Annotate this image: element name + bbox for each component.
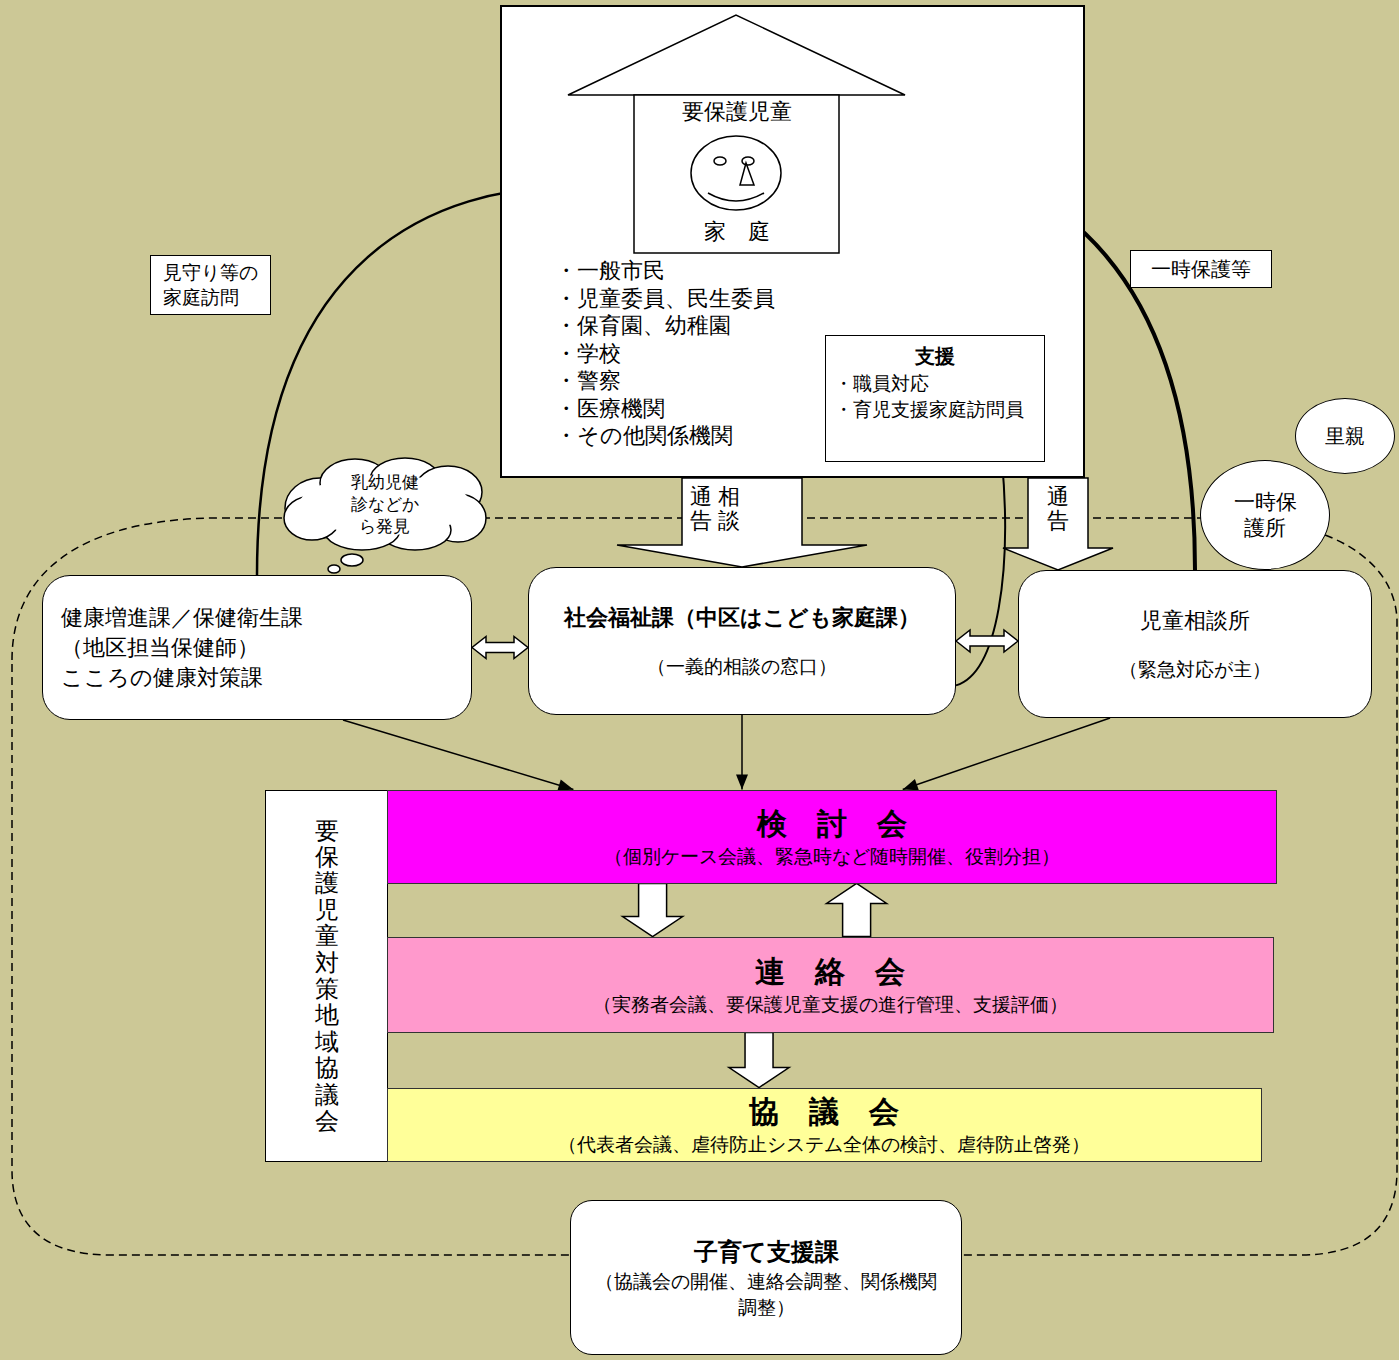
edge-label: 通告 [690, 485, 712, 533]
node-text: （一義的相談の窓口） [647, 653, 837, 679]
block-arrow [1003, 478, 1113, 570]
council-band: 協 議 会（代表者会議、虐待防止システム全体の検討、虐待防止啓発） [387, 1088, 1262, 1162]
house-node: 要保護児童家 庭 [568, 13, 905, 255]
note-label-box: 相談 [718, 485, 740, 533]
node-text: ・医療機関 [555, 395, 665, 422]
connector [623, 884, 683, 937]
node-title: 乳幼児健診などから発見 [349, 471, 420, 537]
node-title: 連 絡 会 [755, 953, 905, 991]
edge-label: 見守り等の家庭訪問 [163, 260, 258, 310]
thought-cloud: 乳幼児健診などから発見 [280, 456, 490, 552]
connector-line [903, 718, 1110, 790]
node-title: 子育て支援課 [694, 1236, 839, 1268]
connector [617, 478, 867, 567]
node-text: （個別ケース会議、緊急時など随時開催、役割分担） [604, 843, 1060, 869]
house-outline [568, 13, 905, 255]
block-arrow [623, 884, 683, 937]
connector [343, 720, 573, 791]
shelter-circle: 一時保護所 [1200, 460, 1330, 570]
node-text: ・学校 [555, 340, 621, 367]
thought-bubble [341, 554, 363, 566]
block-arrow [729, 1033, 789, 1088]
edge-label-box: 一時保護等 [1130, 250, 1272, 288]
edge-label-box: 通告 [1047, 485, 1069, 533]
face [691, 136, 781, 210]
node-title: 要保護児童 [634, 99, 839, 125]
node-text: （協議会の開催、連絡会調整、関係機関調整） [587, 1268, 945, 1320]
node-title: 健康増進課／保健衛生課 （地区担当保健師） こころの健康対策課 [61, 603, 431, 693]
node-text: ・児童委員、民生委員 [555, 285, 775, 312]
node-text: ・育児支援家庭訪問員 [834, 396, 1036, 422]
node-text: （緊急対応が主） [1119, 656, 1271, 682]
node-title: 検 討 会 [757, 805, 907, 843]
node-text: ・その他関係機関 [555, 422, 733, 449]
node-text: （実務者会議、要保護児童支援の進行管理、支援評価） [593, 991, 1068, 1017]
node-text: ・職員対応 [834, 370, 1036, 396]
support-box: 支援・職員対応・育児支援家庭訪問員 [825, 335, 1045, 462]
review-band: 検 討 会（個別ケース会議、緊急時など随時開催、役割分担） [387, 790, 1277, 884]
connector [903, 718, 1110, 790]
connector [956, 630, 1018, 652]
note-label: 相談 [718, 485, 740, 533]
connector [827, 884, 887, 937]
node-title: 支援 [834, 342, 1036, 370]
health-office-box: 健康増進課／保健衛生課 （地区担当保健師） こころの健康対策課 [42, 575, 472, 720]
edge-label: 一時保護等 [1151, 256, 1251, 282]
arrow-head [736, 775, 748, 790]
source-panel: ・一般市民・児童委員、民生委員・保育園、幼稚園・学校・警察・医療機関・その他関係… [500, 5, 1085, 478]
connector-line [343, 720, 573, 790]
dashed-region [12, 518, 1397, 1255]
node-title: 一時保護所 [1232, 489, 1297, 541]
node-title: 児童相談所 [1140, 606, 1250, 636]
node-title: ・一般市民 [555, 257, 665, 284]
council-frame: 要保護児童対策地域協議会検 討 会（個別ケース会議、緊急時など随時開催、役割分担… [265, 790, 388, 1162]
welfare-office-box: 社会福祉課（中区はこども家庭課） （一義的相談の窓口） [528, 567, 956, 715]
thought-bubble [328, 565, 340, 573]
node-text: ・保育園、幼稚園 [555, 312, 731, 339]
edge-label-box: 見守り等の家庭訪問 [150, 255, 271, 315]
edge-label: 通告 [1047, 485, 1069, 533]
node-title: 社会福祉課（中区はこども家庭課） [564, 603, 920, 633]
connector [472, 637, 528, 659]
child-guidance-box: 児童相談所 （緊急対応が主） [1018, 570, 1372, 718]
node-title: 要保護児童対策地域協議会 [315, 818, 339, 1135]
node-text: （代表者会議、虐待防止システム全体の検討、虐待防止啓発） [558, 1131, 1090, 1157]
block-arrow [827, 884, 887, 937]
node-text: 家 庭 [634, 219, 839, 245]
block-arrow [472, 637, 528, 659]
connector [1003, 478, 1113, 570]
edge-label-box: 通告 [690, 485, 712, 533]
connector [736, 715, 748, 790]
block-arrow [956, 630, 1018, 652]
block-arrow [617, 478, 867, 567]
connector [729, 1033, 789, 1088]
node-title: 里親 [1325, 423, 1365, 450]
foster-circle: 里親 [1295, 398, 1395, 474]
liaison-band: 連 絡 会（実務者会議、要保護児童支援の進行管理、支援評価） [387, 937, 1274, 1033]
node-title: 協 議 会 [749, 1093, 899, 1131]
node-text: ・警察 [555, 367, 621, 394]
childcare-support-box: 子育て支援課（協議会の開催、連絡会調整、関係機関調整） [570, 1200, 962, 1355]
